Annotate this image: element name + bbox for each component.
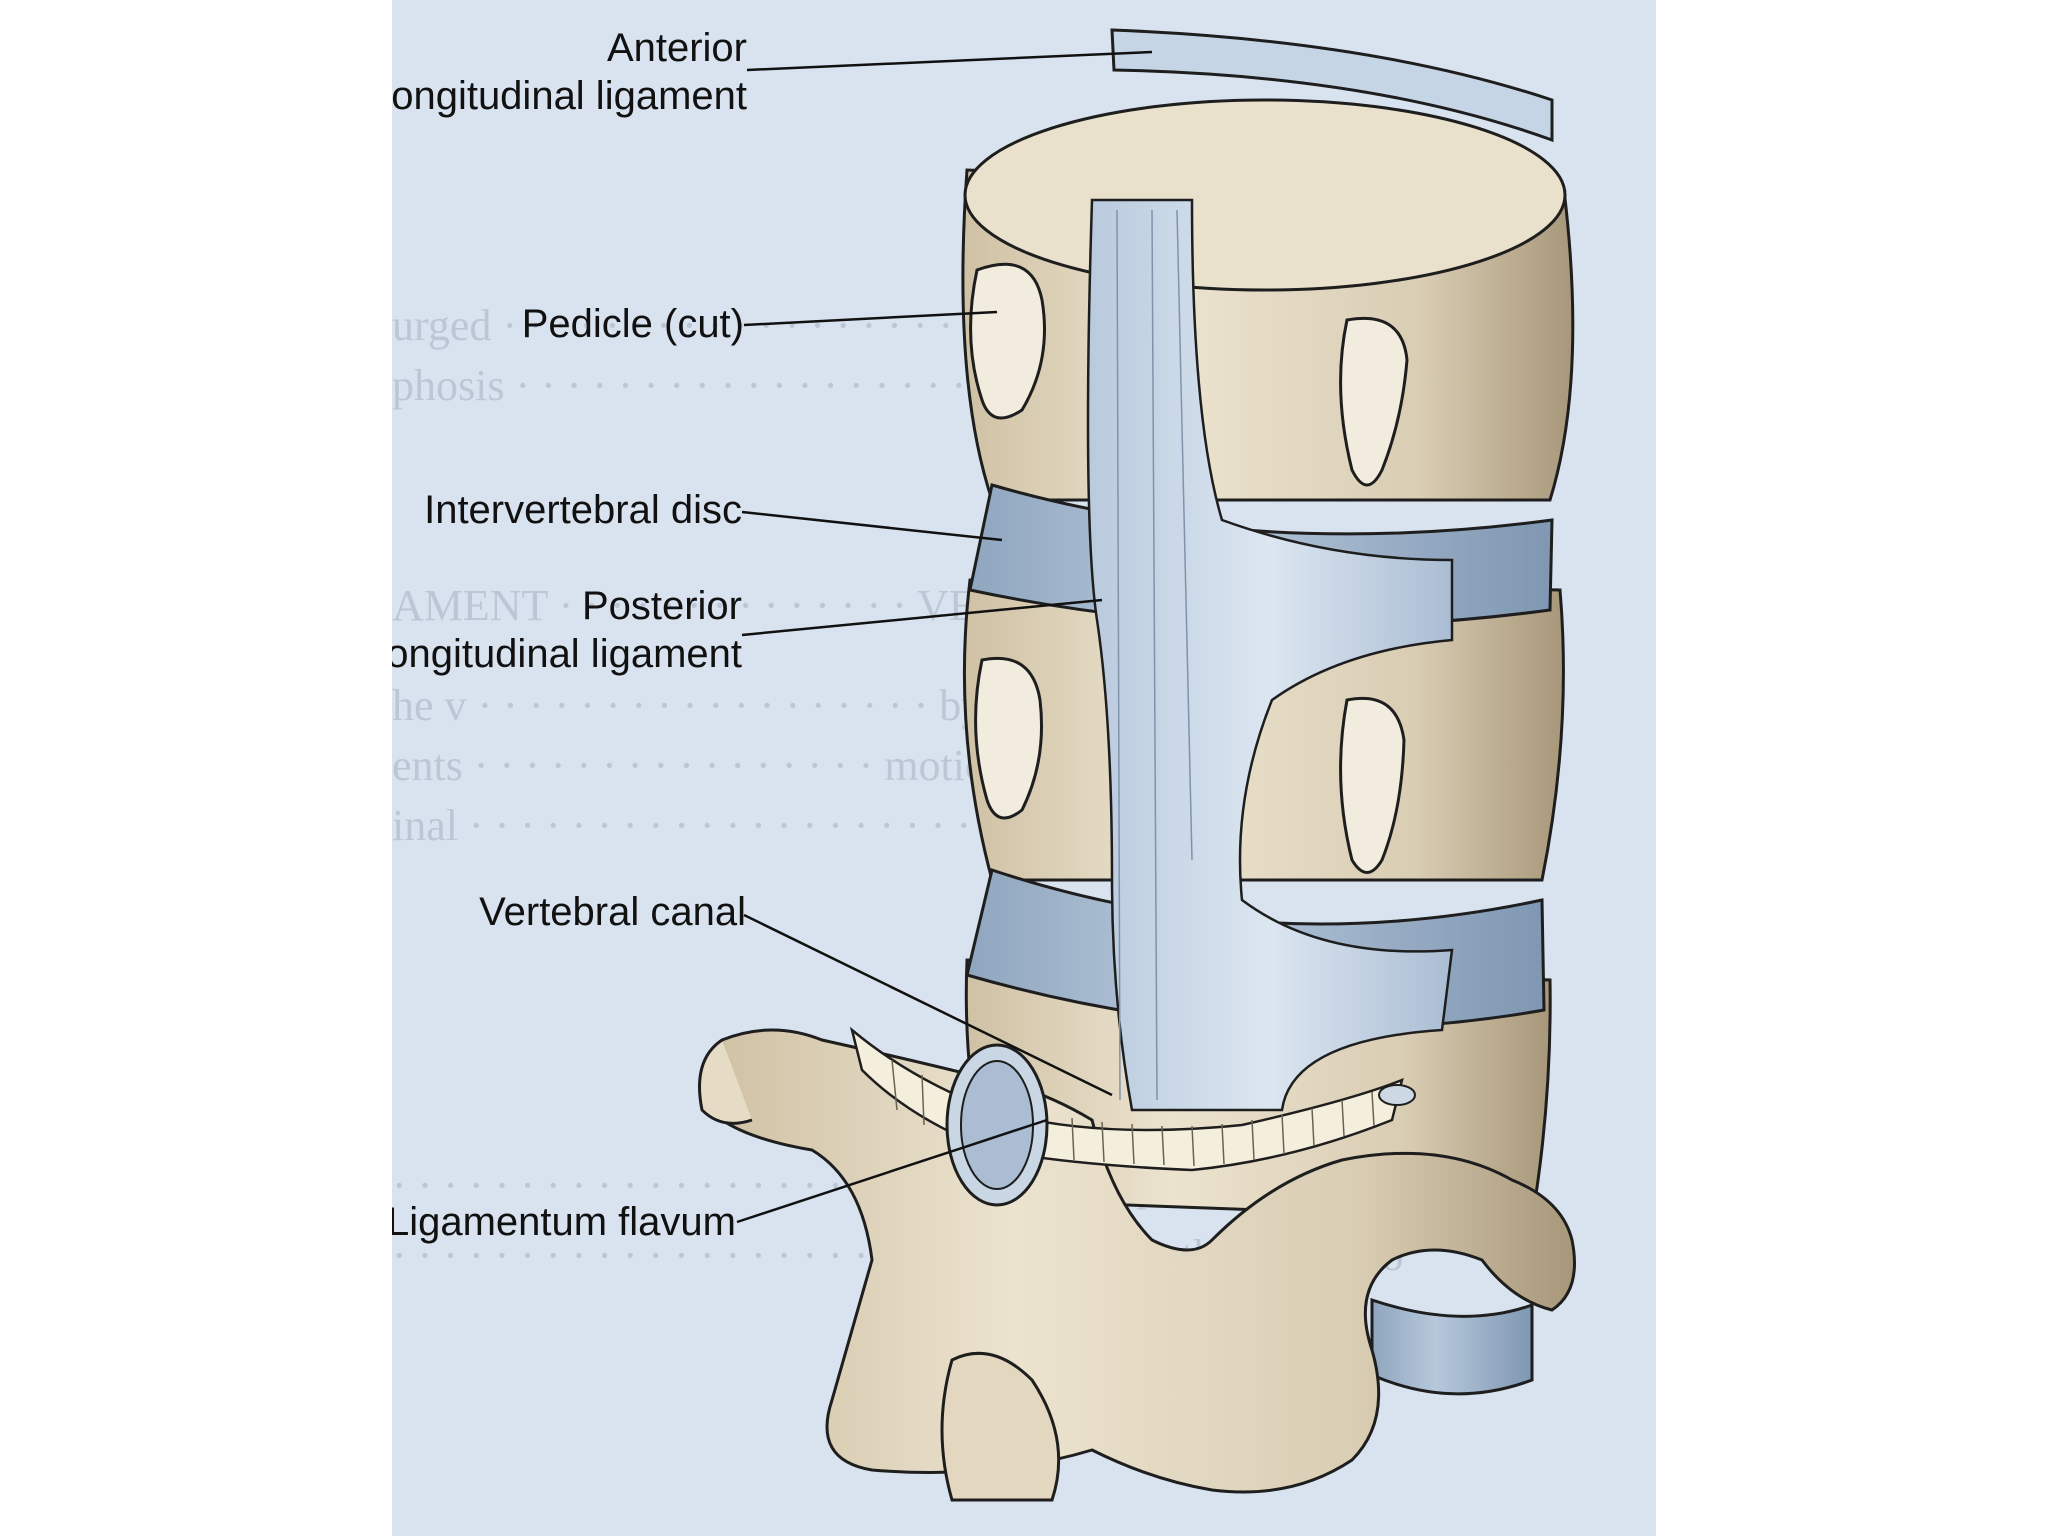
vertebral-arch [698,1028,1576,1502]
intervertebral-disc-bottom [1370,1297,1534,1396]
leader-flavum [736,1118,1048,1224]
leader-lines [736,50,1153,1224]
facet-joint-left [945,1043,1049,1207]
spine-illustration: urged · · · · · · · · · · · · · · · · · … [392,0,1656,1536]
leader-posterior-ligament [741,598,1103,637]
leader-disc [741,510,1003,542]
vertebral-canal [1378,1084,1416,1106]
leader-pedicle [743,310,998,327]
pedicle-cut-upper-left [969,262,1046,420]
leader-canal [743,913,1113,1097]
label-pedicle: Pedicle (cut) [521,302,744,346]
label-anterior-longitudinal-ligament: Anterior longitudinal ligament [392,24,747,120]
vertebral-body-cut-surface [963,98,1567,292]
pedicle-cut-middle-right [1339,696,1406,874]
posterior-ligament-band [1086,198,1454,1112]
label-posterior-longitudinal-ligament: Posterior longitudinal ligament [392,582,742,678]
leader-anterior-ligament [746,50,1153,72]
label-ligamentum-flavum: Ligamentum flavum [392,1200,736,1244]
label-vertebral-canal: Vertebral canal [479,890,746,934]
label-intervertebral-disc: Intervertebral disc [424,488,742,532]
pedicle-cut-middle-left [974,656,1043,820]
label-anterior-line2: longitudinal ligament [392,74,747,118]
label-posterior-line2: longitudinal ligament [392,632,742,676]
pedicle-cut-upper-right [1339,316,1409,487]
label-anterior-line1: Anterior [606,26,747,70]
vertebral-column-drawing [698,28,1576,1502]
anterior-ligament-strip [1110,28,1554,143]
label-posterior-line1: Posterior [581,584,742,628]
